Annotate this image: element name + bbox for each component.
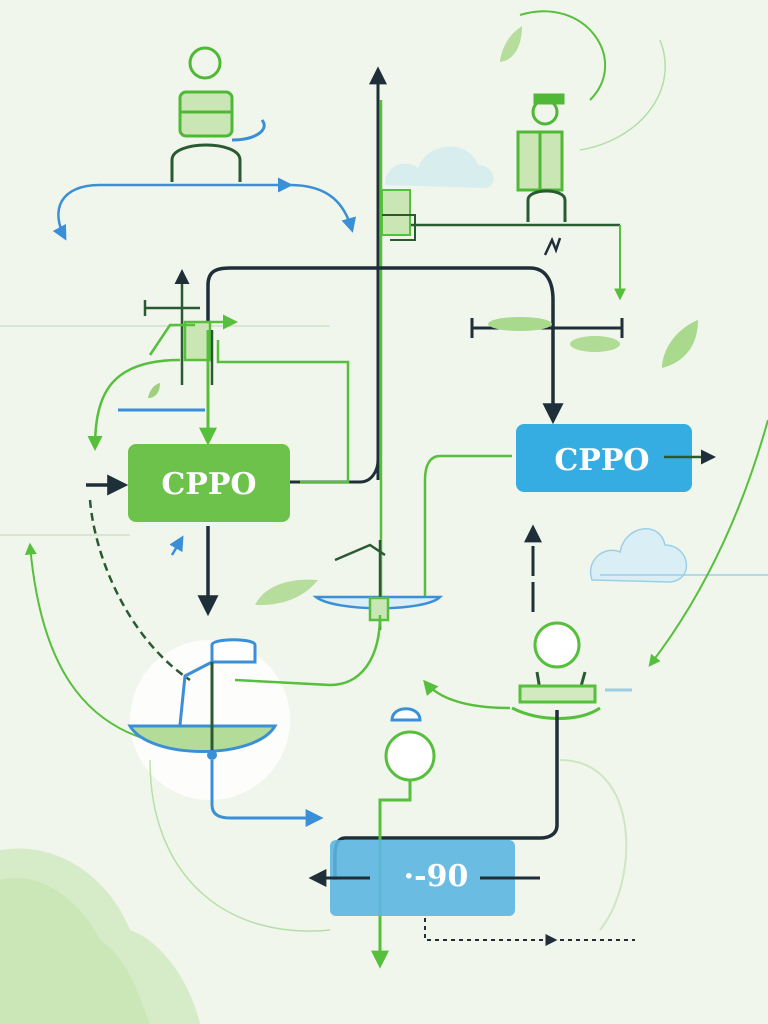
background-decorations bbox=[0, 10, 768, 1024]
long-green-curve bbox=[648, 419, 768, 667]
small-arrow-icon bbox=[169, 535, 184, 556]
cloud-shape-bottom-left-soft bbox=[0, 878, 150, 1024]
node-box bbox=[128, 444, 290, 522]
small-arrow-icon bbox=[543, 236, 562, 256]
process-node-bottom[interactable]: ·-90 bbox=[330, 840, 515, 916]
person-icon bbox=[371, 707, 436, 969]
node-label: ·-90 bbox=[404, 859, 469, 894]
process-node-blue[interactable]: CPPO bbox=[516, 424, 692, 492]
person-icon bbox=[516, 93, 567, 222]
flow-arrow bbox=[423, 679, 511, 710]
crossbar-icon bbox=[470, 317, 624, 352]
flow-arrow bbox=[52, 183, 101, 241]
dish-icon bbox=[127, 638, 324, 827]
flow-arrow bbox=[87, 358, 181, 451]
node-box bbox=[516, 424, 692, 492]
cloud-icon bbox=[385, 146, 494, 188]
return-line bbox=[290, 459, 380, 484]
process-node-green[interactable]: CPPO bbox=[128, 444, 290, 522]
faint-curve bbox=[559, 759, 628, 931]
dashed-curve bbox=[88, 499, 191, 682]
person-icon bbox=[170, 46, 266, 182]
input-line bbox=[423, 454, 512, 598]
arc-decoration bbox=[579, 39, 666, 151]
dish-icon bbox=[234, 540, 444, 687]
bracket-icon bbox=[382, 214, 416, 241]
dashed-arrow bbox=[424, 918, 558, 946]
leaf-icon bbox=[255, 579, 318, 606]
bracket-icon bbox=[381, 189, 411, 236]
leaf-icon bbox=[662, 320, 698, 368]
long-green-curve bbox=[149, 759, 331, 932]
main-loop-line bbox=[206, 266, 564, 425]
valve-icon bbox=[143, 269, 350, 484]
cloud-icon bbox=[589, 528, 687, 583]
arc-decoration bbox=[519, 10, 607, 101]
node-label: CPPO bbox=[161, 467, 256, 502]
node-label: CPPO bbox=[554, 443, 649, 478]
leaf-icon bbox=[500, 26, 522, 62]
flow-arrow bbox=[289, 183, 356, 233]
leaf-icon bbox=[148, 383, 160, 398]
person-icon bbox=[511, 621, 632, 720]
node-box bbox=[330, 840, 515, 916]
